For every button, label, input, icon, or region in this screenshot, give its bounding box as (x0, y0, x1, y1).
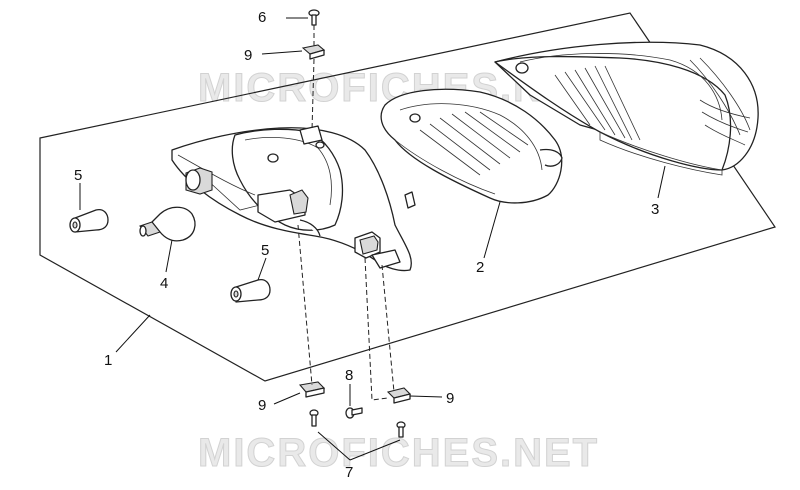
leader-3 (657, 165, 666, 199)
callout-6: 6 (258, 9, 266, 26)
leader-9-bottom-right (409, 395, 443, 398)
callout-5-upper: 5 (74, 167, 82, 184)
assembly-line-right (381, 264, 395, 393)
callout-1: 1 (104, 352, 112, 369)
leader-9-bottom-left (273, 392, 301, 405)
callout-9-bottom-left: 9 (258, 397, 266, 414)
leader-5-b (257, 257, 267, 281)
callout-2: 2 (476, 259, 484, 276)
screw-part-7-right (396, 421, 406, 438)
light-housing (171, 125, 416, 272)
assembly-line-left (297, 224, 313, 386)
callout-7: 7 (345, 464, 353, 481)
bulb-part-5-b (230, 278, 271, 303)
assembly-frame (39, 12, 776, 382)
leader-9-top (261, 50, 303, 55)
callout-9-top: 9 (244, 47, 252, 64)
assembly-line-top-2 (311, 58, 315, 131)
watermark-bottom: MICROFICHES.NET (198, 431, 599, 475)
clip-part-9-bottom-left (298, 381, 326, 398)
leader-7 (317, 431, 401, 461)
leader-2 (483, 201, 501, 259)
callout-9-bottom-right: 9 (446, 390, 454, 407)
callout-8: 8 (345, 367, 353, 384)
callout-3: 3 (651, 201, 659, 218)
callout-4: 4 (160, 275, 168, 292)
clip-part-9-bottom-right (386, 387, 412, 404)
lens-part-3 (494, 41, 759, 176)
leader-1 (115, 314, 151, 353)
clip-part-9-top (301, 44, 326, 60)
leader-4 (165, 239, 173, 273)
bulb-part-4 (139, 206, 196, 242)
screw-part-7-left (309, 409, 319, 427)
callout-5-lower: 5 (261, 242, 269, 259)
bulb-part-5-a (69, 208, 109, 233)
assembly-line-mid (364, 257, 389, 401)
screw-part-6 (308, 9, 320, 26)
lens-part-2 (380, 88, 563, 204)
screw-part-8 (345, 407, 363, 419)
